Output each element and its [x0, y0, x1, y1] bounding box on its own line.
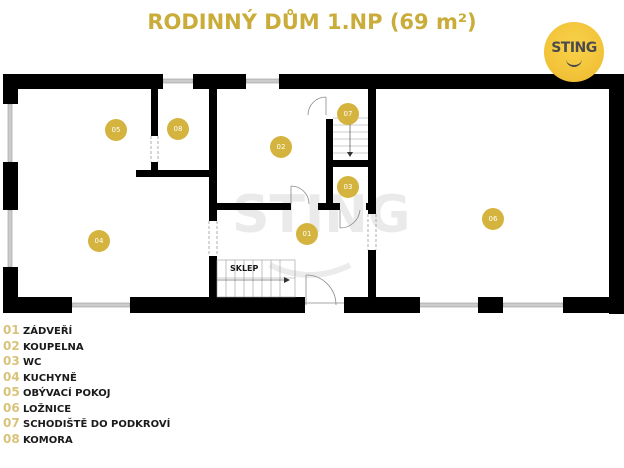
room-badge-08: 08	[167, 118, 189, 140]
room-badge-03: 03	[337, 176, 359, 198]
floor-plan: STING	[3, 74, 624, 314]
room-badge-05: 05	[105, 119, 127, 141]
watermark-text: STING	[232, 185, 410, 245]
page-title: RODINNÝ DŮM 1.NP (69 m²)	[147, 10, 477, 34]
legend-number: 08	[3, 431, 20, 446]
legend-number: 06	[3, 400, 20, 415]
watermark: STING	[232, 185, 410, 278]
window	[417, 302, 479, 308]
sting-logo: STING	[544, 22, 604, 82]
window	[502, 302, 564, 308]
legend-number: 07	[3, 416, 20, 430]
window	[7, 209, 13, 268]
stairs-attic	[333, 117, 368, 157]
door-swings	[290, 96, 361, 306]
room-badge-07: 07	[337, 103, 359, 125]
window	[245, 78, 280, 84]
window	[71, 302, 131, 308]
legend-label: LOŽNICE	[23, 403, 72, 415]
window	[7, 103, 13, 163]
stair-label-sklep: SKLEP	[230, 264, 259, 273]
legend-label: ZÁDVEŘÍ	[23, 326, 73, 337]
room-badge-02: 02	[270, 136, 292, 158]
legend-label: KOMORA	[23, 434, 73, 446]
legend-number: 02	[3, 338, 20, 353]
stairs-cellar	[216, 259, 296, 298]
door-openings	[150, 136, 377, 256]
legend-number: 05	[3, 385, 20, 399]
legend-number: 04	[3, 369, 20, 384]
legend-label: KOUPELNA	[23, 341, 84, 353]
legend-number: 01	[3, 323, 20, 337]
legend-label: KUCHYNĚ	[23, 372, 77, 384]
window	[162, 78, 194, 84]
room-badge-06: 06	[482, 208, 504, 230]
room-badge-04: 04	[88, 230, 110, 252]
walls	[3, 74, 624, 314]
legend-label: WC	[23, 357, 42, 368]
logo-text: STING	[551, 40, 597, 56]
door-swing	[307, 96, 327, 116]
legend-number: 03	[3, 354, 20, 368]
smile-icon	[566, 59, 582, 67]
legend-label: OBÝVACÍ POKOJ	[23, 388, 111, 399]
legend-label: SCHODIŠTĚ DO PODKROVÍ	[23, 419, 171, 430]
room-badge-01: 01	[296, 223, 318, 245]
